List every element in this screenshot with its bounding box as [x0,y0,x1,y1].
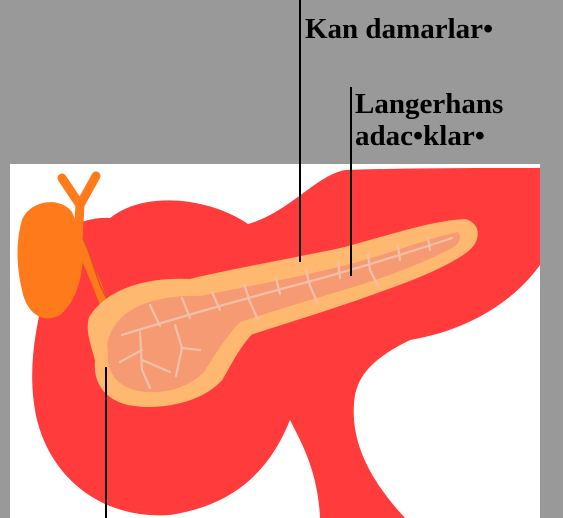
langerhans-label: Langerhans adac•klar• [355,88,503,152]
langerhans-label-line1: Langerhans [355,88,503,120]
kan-damarlari-label: Kan damarlar• [305,13,493,45]
langerhans-label-line2: adac•klar• [355,120,503,152]
